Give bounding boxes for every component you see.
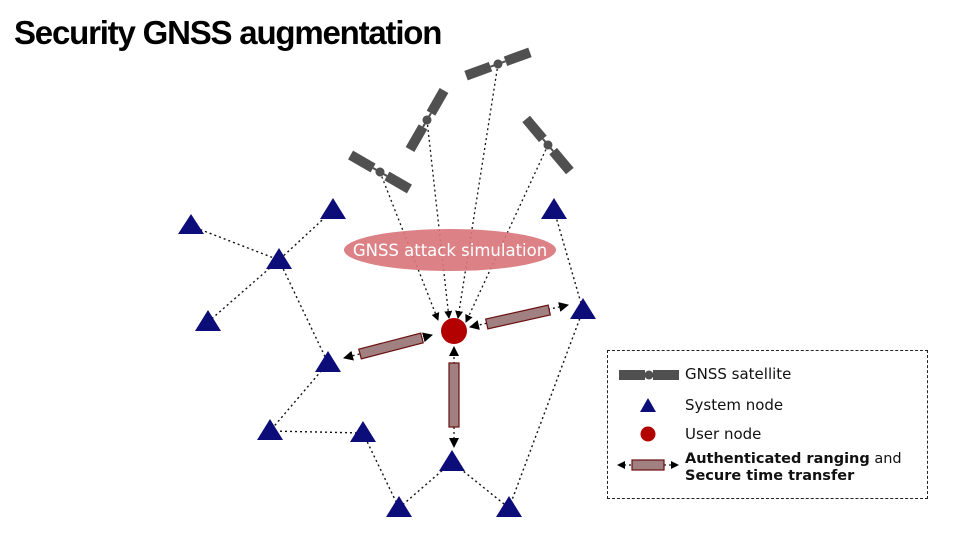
system-node: [195, 310, 221, 331]
ranging-label-part2: Secure time transfer: [685, 468, 855, 484]
page-title: Security GNSS augmentation: [14, 14, 442, 51]
satellite-signals: [379, 63, 549, 323]
legend-row-system-node: System node: [608, 394, 927, 416]
system-node: [570, 298, 596, 319]
legend-label-ranging: Authenticated ranging and Secure time tr…: [685, 451, 902, 485]
triangle-icon: [640, 398, 656, 412]
user-node: [441, 318, 467, 344]
connection-line: [451, 461, 510, 509]
circle-icon: [640, 426, 656, 442]
connection-line: [362, 432, 400, 509]
signal-line: [379, 171, 440, 321]
connection-line: [278, 209, 334, 261]
connection-line: [190, 225, 280, 261]
legend-row-satellite: GNSS satellite: [608, 363, 927, 385]
attack-simulation-zone: GNSS attack simulation: [344, 229, 556, 271]
legend-label-system-node: System node: [685, 396, 784, 414]
system-node: [439, 450, 465, 471]
system-node: [178, 214, 204, 234]
attack-label: GNSS attack simulation: [353, 241, 547, 260]
signal-line: [455, 63, 499, 319]
system-node: [386, 496, 412, 517]
satellite-icon: [464, 47, 532, 81]
system-node: [257, 419, 283, 440]
ranging-label-and: and: [869, 451, 902, 467]
legend: GNSS satellite System node User node Aut…: [607, 350, 928, 499]
satellite-icon: [348, 150, 412, 194]
satellite-icon: [405, 88, 449, 152]
connection-line: [207, 259, 280, 323]
system-node: [541, 198, 567, 219]
legend-label-user-node: User node: [685, 425, 762, 443]
system-node: [320, 198, 346, 219]
node-connections: [190, 209, 584, 509]
connection-line: [269, 430, 364, 434]
legend-row-user-node: User node: [608, 423, 927, 445]
system-node: [266, 248, 292, 269]
satellite-icon: [522, 115, 574, 175]
system-node: [315, 351, 341, 372]
attack-ellipse: [344, 229, 556, 271]
ranging-link-south: [448, 346, 460, 448]
ranging-link-east: [469, 302, 569, 330]
system-node: [350, 421, 376, 442]
legend-row-ranging: Authenticated ranging and Secure time tr…: [608, 451, 927, 491]
connection-line: [508, 309, 584, 509]
system-node: [496, 496, 522, 517]
signal-line: [426, 119, 453, 319]
connection-line: [278, 259, 329, 364]
ranging-link-icon: [617, 459, 679, 471]
legend-label-satellite: GNSS satellite: [685, 365, 792, 383]
ranging-link-west: [343, 332, 433, 361]
connection-line: [398, 461, 453, 509]
ranging-label-part1: Authenticated ranging: [685, 451, 870, 467]
connection-line: [269, 362, 329, 432]
connection-line: [553, 209, 584, 311]
satellite-icon: [619, 370, 679, 380]
